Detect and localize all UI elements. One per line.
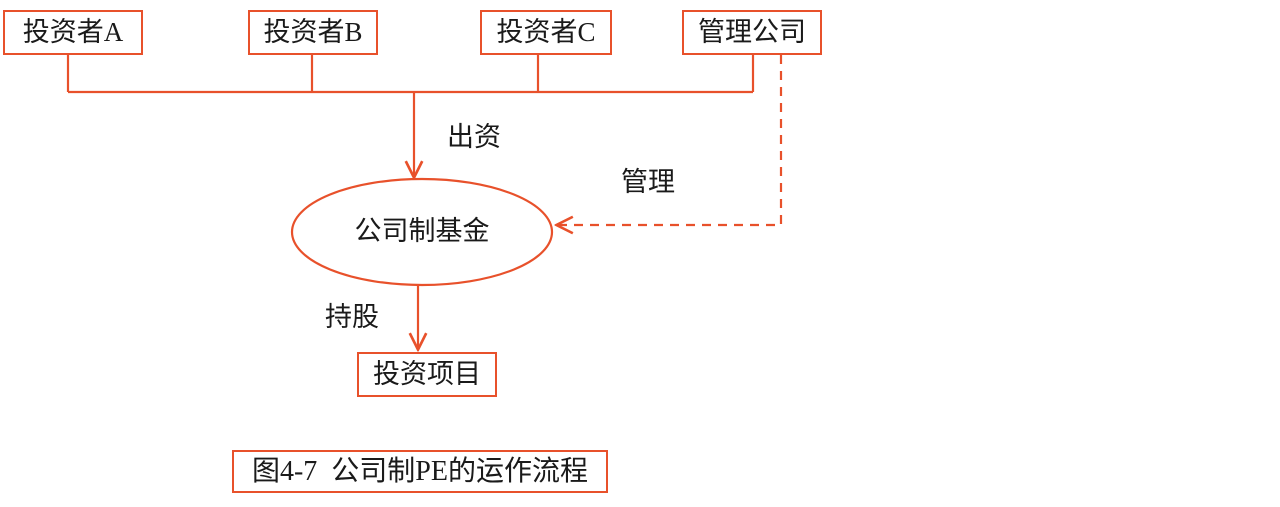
node-corporate-fund[interactable]: 公司制基金 — [292, 218, 552, 245]
corporate-fund-ellipse — [290, 177, 554, 287]
figure-caption-text: 图4-7 公司制PE的运作流程 — [251, 455, 588, 487]
node-investor-c[interactable]: 投资者C — [480, 10, 612, 55]
node-investor-b[interactable]: 投资者B — [248, 10, 378, 55]
node-investment-project-label: 投资项目 — [373, 359, 481, 389]
node-investor-a[interactable]: 投资者A — [3, 10, 143, 55]
edge-label-contribution: 出资 — [447, 122, 501, 152]
figure-caption: 图4-7 公司制PE的运作流程 — [232, 450, 608, 493]
connector-management-dashed-arrow — [558, 55, 783, 225]
node-investor-a-label: 投资者A — [22, 17, 124, 47]
node-management-company-label: 管理公司 — [698, 17, 806, 47]
edge-label-management: 管理 — [621, 167, 675, 197]
node-investment-project[interactable]: 投资项目 — [357, 352, 497, 397]
node-corporate-fund-label: 公司制基金 — [354, 216, 490, 246]
node-investor-b-label: 投资者B — [263, 17, 363, 47]
edge-label-shareholding: 持股 — [325, 302, 379, 332]
node-investor-c-label: 投资者C — [496, 17, 596, 47]
node-management-company[interactable]: 管理公司 — [682, 10, 822, 55]
